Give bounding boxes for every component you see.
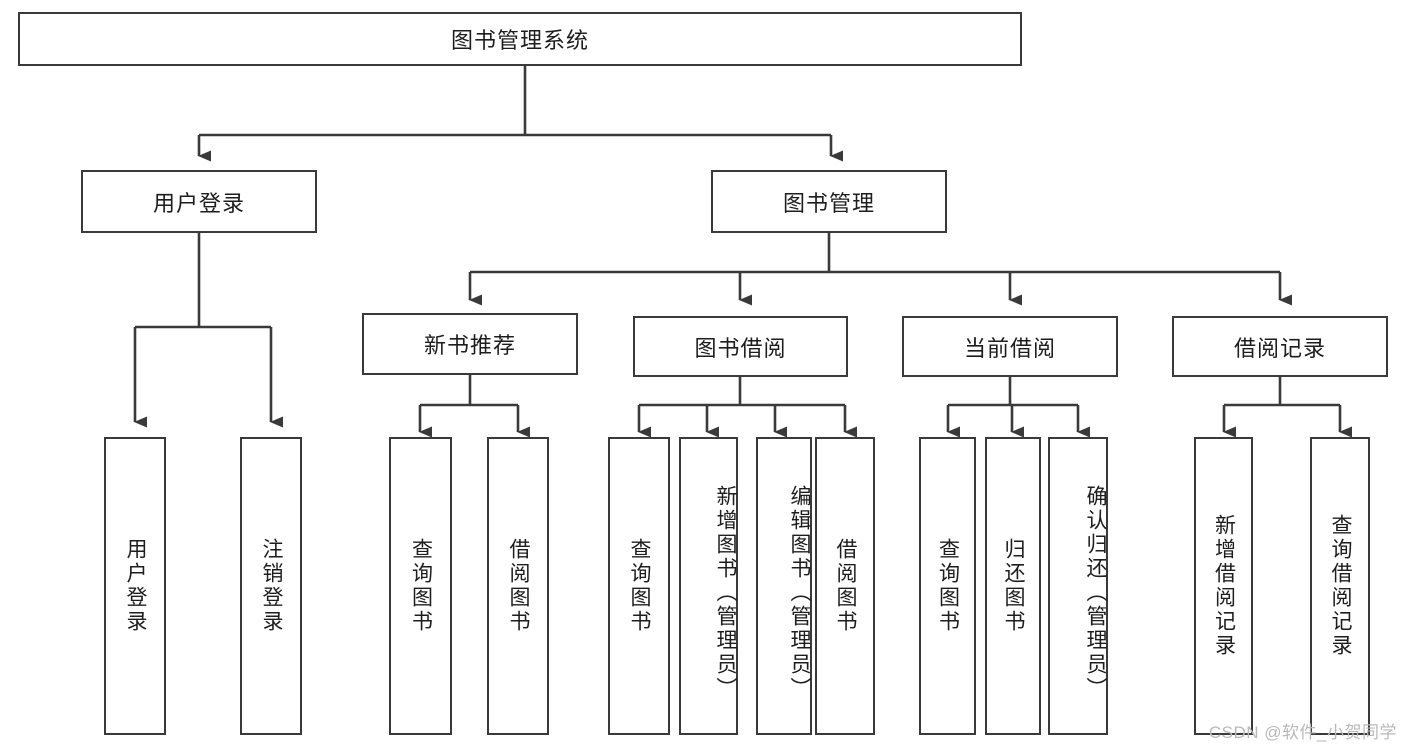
leaf-user-logout[interactable]: 注销登录 (240, 437, 302, 735)
csdn-watermark: CSDN @软件_小贺同学 (1208, 723, 1397, 742)
leaf-add-borrow-record[interactable]: 新增借阅记录 (1194, 437, 1253, 735)
leaf-query-book-recommend[interactable]: 查询图书 (389, 437, 452, 735)
leaf-confirm-return-admin[interactable]: 确认归还（管理员） (1048, 437, 1108, 735)
leaf-borrow-book-recommend[interactable]: 借阅图书 (487, 437, 549, 735)
node-current-borrow[interactable]: 当前借阅 (902, 316, 1118, 377)
node-book-borrow[interactable]: 图书借阅 (633, 316, 848, 377)
node-root[interactable]: 图书管理系统 (18, 12, 1022, 66)
leaf-add-book-admin[interactable]: 新增图书（管理员） (679, 437, 738, 735)
leaf-query-book-borrow[interactable]: 查询图书 (608, 437, 670, 735)
node-borrow-record[interactable]: 借阅记录 (1172, 316, 1388, 377)
leaf-user-login[interactable]: 用户登录 (104, 437, 166, 735)
node-new-book-recommend[interactable]: 新书推荐 (362, 313, 578, 375)
leaf-return-book[interactable]: 归还图书 (985, 437, 1041, 735)
leaf-query-borrow-record[interactable]: 查询借阅记录 (1310, 437, 1370, 735)
leaf-borrow-book[interactable]: 借阅图书 (815, 437, 875, 735)
node-book-management[interactable]: 图书管理 (711, 170, 947, 233)
node-user-login[interactable]: 用户登录 (81, 170, 317, 233)
leaf-edit-book-admin[interactable]: 编辑图书（管理员） (756, 437, 812, 735)
leaf-query-book-current[interactable]: 查询图书 (919, 437, 976, 735)
